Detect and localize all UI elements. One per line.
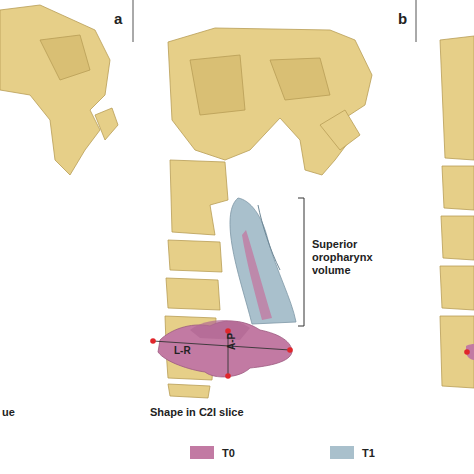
skull-render <box>168 28 372 175</box>
dimension-label: L-R <box>174 345 191 357</box>
dimension-label: A-P <box>226 333 238 350</box>
legend-swatch <box>190 446 214 459</box>
panel-divider <box>416 0 417 42</box>
legend-text: T1 <box>362 447 375 459</box>
skull-render <box>0 5 118 175</box>
bracket <box>298 198 304 326</box>
legend-text: T0 <box>222 447 235 459</box>
airway-volume <box>230 198 296 324</box>
slice-shape <box>150 320 293 379</box>
landmark-dot <box>464 349 470 355</box>
panel-letter: a <box>114 10 122 28</box>
volume-label: Superior oropharynx volume <box>312 238 390 278</box>
panel-letter: b <box>398 10 407 28</box>
spine-render <box>440 36 474 388</box>
panel-divider <box>133 0 134 42</box>
legend-item: T0 <box>190 446 235 459</box>
caption-fragment: ue <box>2 406 15 419</box>
panel-caption: Shape in C2I slice <box>150 406 244 419</box>
legend-item: T1 <box>330 446 375 459</box>
legend-swatch <box>330 446 354 459</box>
